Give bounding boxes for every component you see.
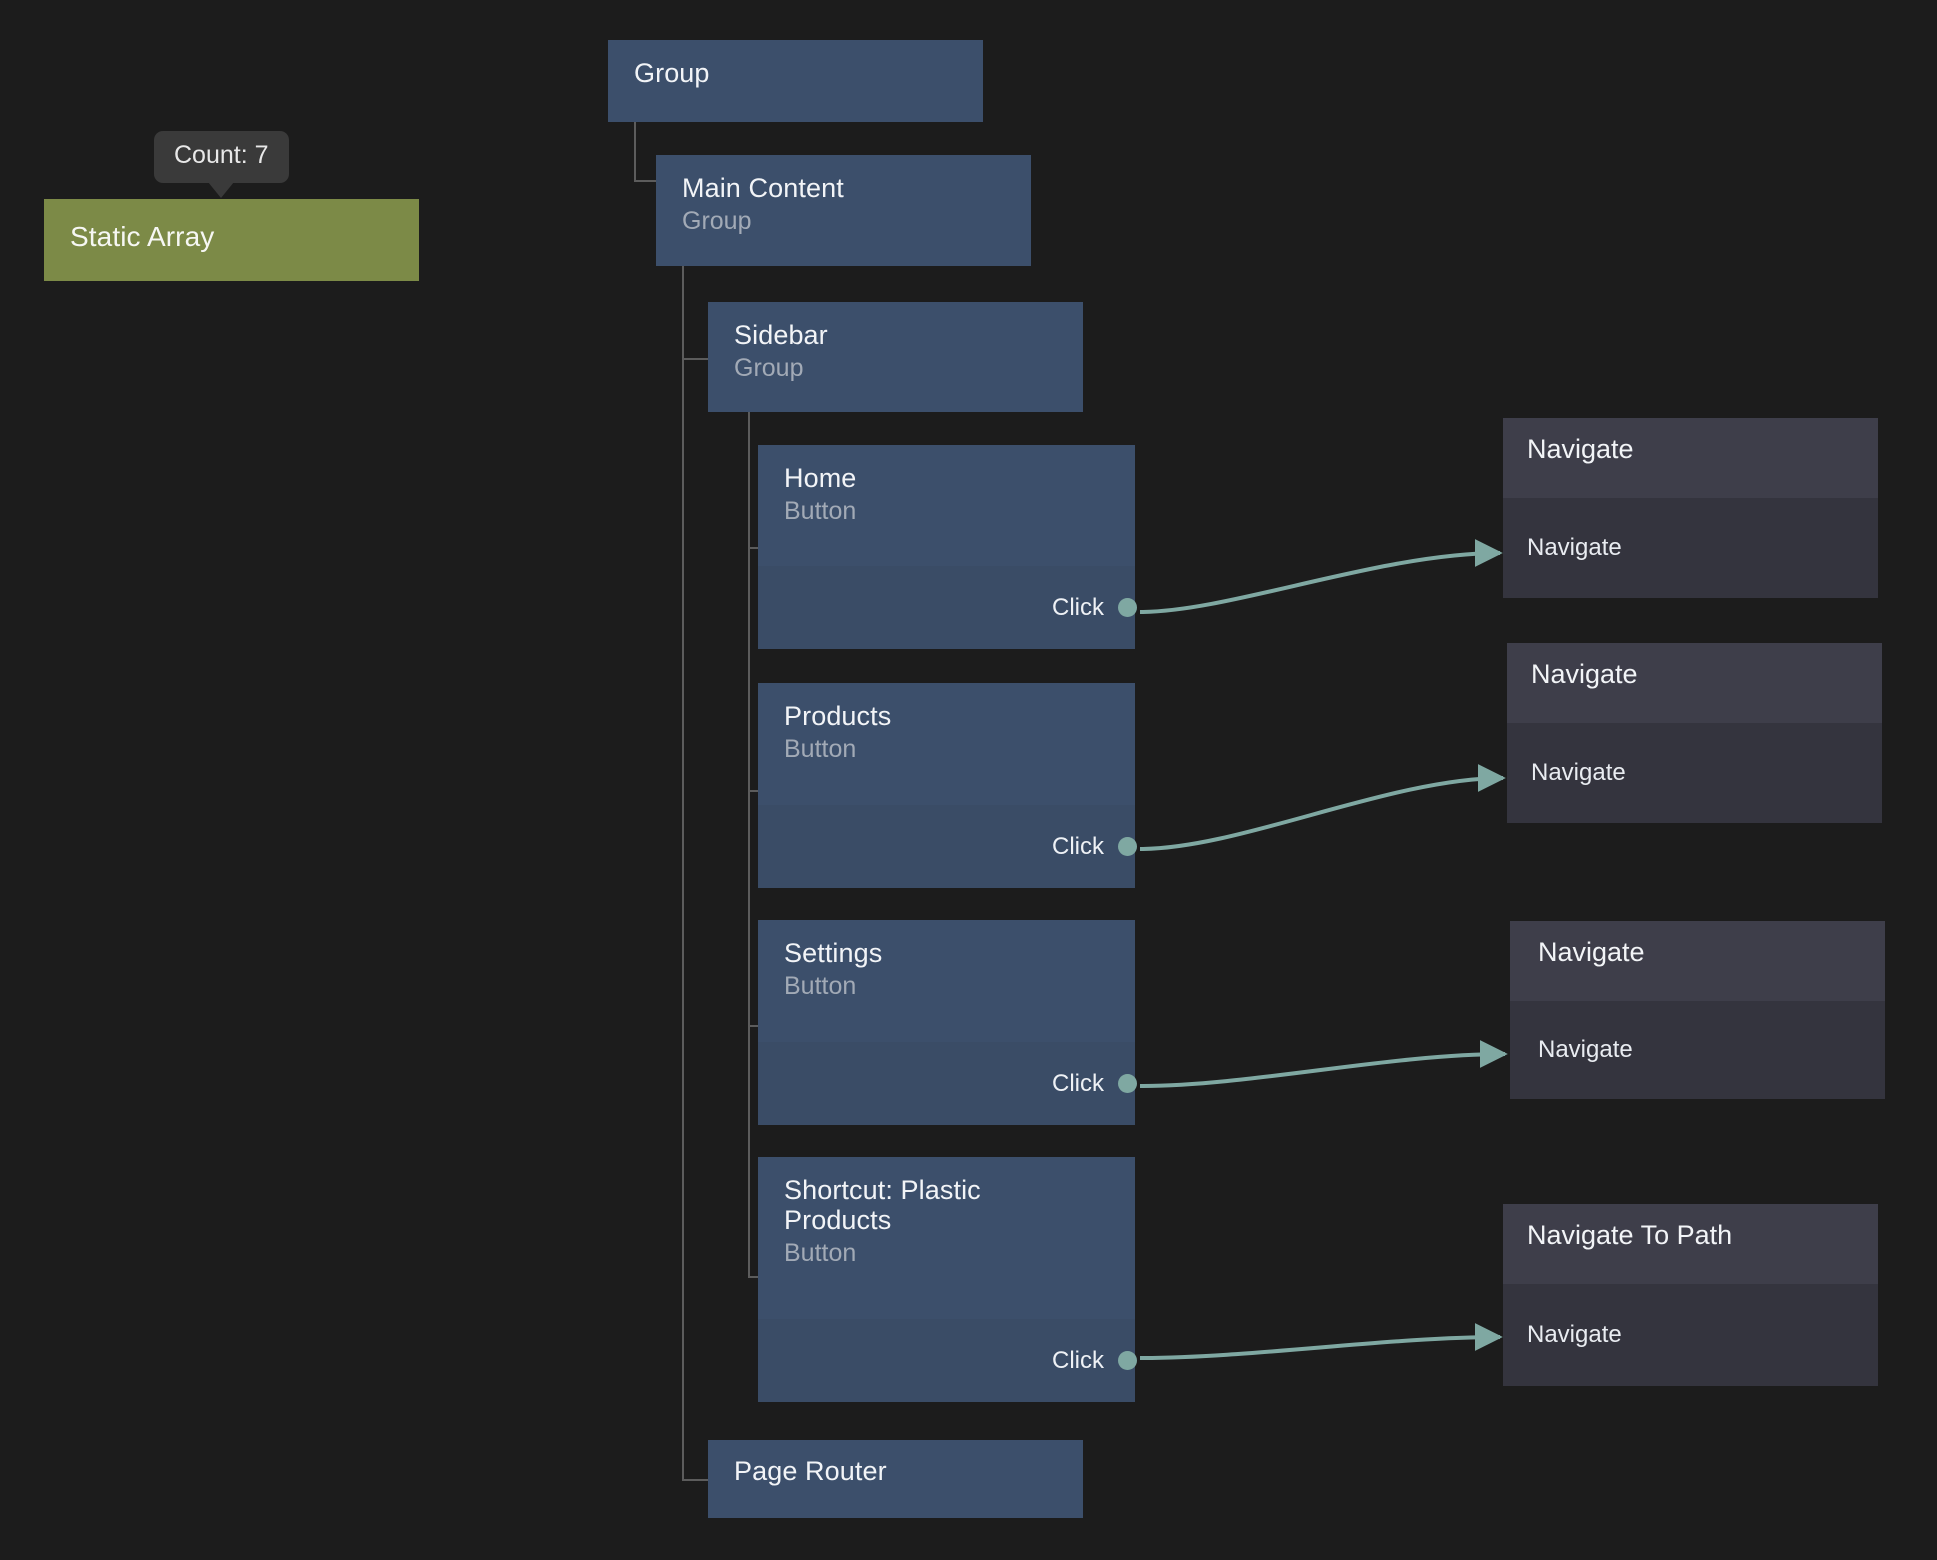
node-button-settings-title: Settings <box>784 938 883 968</box>
port-dot-click[interactable] <box>1118 598 1137 617</box>
node-page-router[interactable]: Page Router <box>708 1440 1083 1518</box>
tree-connector-root-stub <box>634 180 656 182</box>
node-action-navigate-1-title: Navigate <box>1527 434 1634 464</box>
node-group-root[interactable]: Group <box>608 40 983 122</box>
node-sidebar-subtitle: Group <box>734 354 804 383</box>
edge-shortcut-click-to-navigate-to-path <box>1139 1323 1503 1360</box>
port-label-navigate: Navigate <box>1538 1036 1633 1063</box>
node-main-content-title: Main Content <box>682 173 844 203</box>
node-button-products-subtitle: Button <box>784 735 857 764</box>
edge-settings-click-to-navigate <box>1139 1040 1508 1088</box>
port-label-click: Click <box>1052 1346 1104 1374</box>
node-page-router-body: Page Router <box>708 1440 1083 1504</box>
tree-connector-sidebar-stub <box>682 358 708 360</box>
node-button-shortcut-port-click[interactable]: Click <box>758 1319 1137 1402</box>
node-button-settings-subtitle: Button <box>784 972 857 1001</box>
node-page-router-title: Page Router <box>734 1456 887 1486</box>
node-action-navigate-2-port[interactable]: Navigate <box>1507 723 1882 823</box>
node-action-navigate-3-header: Navigate <box>1510 921 1885 1001</box>
node-action-navigate-3[interactable]: Navigate Navigate <box>1510 921 1885 1099</box>
node-group-root-title: Group <box>634 58 710 88</box>
port-label-navigate: Navigate <box>1531 759 1626 786</box>
tree-connector-sidebar-vertical <box>748 412 750 1278</box>
node-button-home-title: Home <box>784 463 857 493</box>
port-dot-click[interactable] <box>1118 837 1137 856</box>
node-button-settings-body: Settings Button <box>758 920 1135 1019</box>
port-label-click: Click <box>1052 832 1104 860</box>
port-label-navigate: Navigate <box>1527 1321 1622 1348</box>
count-tooltip-label: Count: 7 <box>174 141 269 169</box>
tree-connector-page-router-stub <box>682 1479 708 1481</box>
node-action-navigate-1-header: Navigate <box>1503 418 1878 498</box>
node-button-home-body: Home Button <box>758 445 1135 544</box>
port-dot-click[interactable] <box>1118 1351 1137 1370</box>
node-button-home-subtitle: Button <box>784 497 857 526</box>
node-button-products-port-click[interactable]: Click <box>758 805 1137 888</box>
node-action-navigate-2[interactable]: Navigate Navigate <box>1507 643 1882 823</box>
count-tooltip: Count: 7 <box>154 131 289 198</box>
node-button-home-port-click[interactable]: Click <box>758 566 1137 649</box>
node-button-settings-port-click[interactable]: Click <box>758 1042 1137 1125</box>
node-action-navigate-to-path-port[interactable]: Navigate <box>1503 1284 1878 1386</box>
node-button-home[interactable]: Home Button Click <box>758 445 1137 649</box>
node-action-navigate-2-header: Navigate <box>1507 643 1882 723</box>
tree-connector-main-vertical <box>682 266 684 1481</box>
node-static-array-title: Static Array <box>70 221 215 252</box>
node-action-navigate-1-port[interactable]: Navigate <box>1503 498 1878 598</box>
node-main-content-body: Main Content Group <box>656 155 1031 254</box>
node-button-shortcut-body: Shortcut: Plastic Products Button <box>758 1157 1135 1286</box>
node-action-navigate-1[interactable]: Navigate Navigate <box>1503 418 1878 598</box>
port-label-click: Click <box>1052 1069 1104 1097</box>
node-action-navigate-3-port[interactable]: Navigate <box>1510 1001 1885 1099</box>
port-label-navigate: Navigate <box>1527 534 1622 561</box>
node-action-navigate-to-path-title: Navigate To Path <box>1527 1220 1733 1250</box>
tree-connector-root-vertical <box>634 122 636 182</box>
port-dot-click[interactable] <box>1118 1074 1137 1093</box>
edge-products-click-to-navigate <box>1139 764 1506 851</box>
node-button-shortcut-subtitle: Button <box>784 1239 857 1268</box>
node-button-products[interactable]: Products Button Click <box>758 683 1137 888</box>
node-button-shortcut-title: Shortcut: Plastic Products <box>784 1175 981 1236</box>
port-label-click: Click <box>1052 593 1104 621</box>
tooltip-arrow-icon <box>208 181 235 198</box>
node-button-shortcut-plastic-products[interactable]: Shortcut: Plastic Products Button Click <box>758 1157 1137 1402</box>
node-button-products-body: Products Button <box>758 683 1135 782</box>
node-action-navigate-3-title: Navigate <box>1538 937 1645 967</box>
node-sidebar[interactable]: Sidebar Group <box>708 302 1083 412</box>
node-static-array[interactable]: Static Array <box>44 199 419 281</box>
node-action-navigate-to-path[interactable]: Navigate To Path Navigate <box>1503 1204 1878 1386</box>
node-action-navigate-to-path-header: Navigate To Path <box>1503 1204 1878 1284</box>
node-button-settings[interactable]: Settings Button Click <box>758 920 1137 1125</box>
node-group-root-body: Group <box>608 40 983 106</box>
edge-home-click-to-navigate <box>1139 539 1503 614</box>
node-main-content[interactable]: Main Content Group <box>656 155 1031 266</box>
node-action-navigate-2-title: Navigate <box>1531 659 1638 689</box>
node-main-content-subtitle: Group <box>682 207 752 236</box>
node-sidebar-title: Sidebar <box>734 320 828 350</box>
node-button-products-title: Products <box>784 701 892 731</box>
node-static-array-body: Static Array <box>44 199 419 274</box>
node-sidebar-body: Sidebar Group <box>708 302 1083 401</box>
